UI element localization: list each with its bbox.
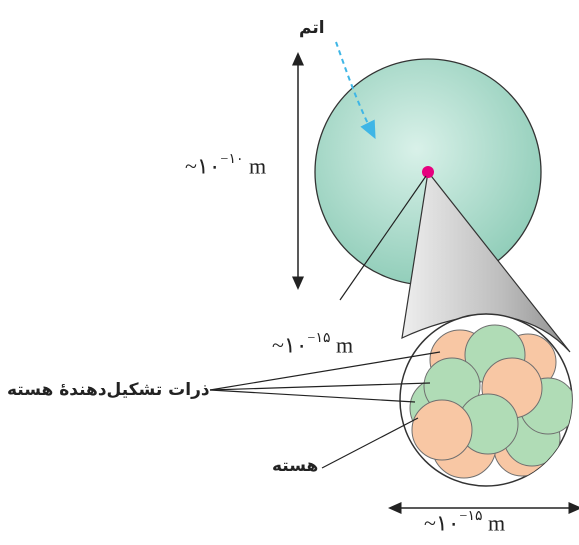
width-scale-unit: m bbox=[487, 510, 506, 536]
atom-label: اتم bbox=[299, 18, 325, 38]
atom-scale-label: ~۱۰−۱۰ m bbox=[185, 152, 267, 179]
constituents-leader-1 bbox=[209, 351, 441, 391]
nucleon-proton bbox=[411, 399, 473, 461]
atom-scale-prefix: ~۱۰ bbox=[185, 153, 221, 179]
atom-pointer-arrow bbox=[335, 41, 376, 140]
atom-scale-exponent: −۱۰ bbox=[220, 152, 244, 167]
nucleus-dot bbox=[422, 166, 434, 178]
nucleus-scale-label: ~۱۰−۱۵ m bbox=[272, 331, 354, 358]
nucleus-width-label: ~۱۰−۱۵ m bbox=[424, 509, 506, 536]
constituents-leader-2 bbox=[209, 382, 431, 391]
constituents-leader-3 bbox=[209, 389, 416, 403]
nucleon-cluster bbox=[409, 324, 572, 479]
width-scale-exponent: −۱۵ bbox=[459, 509, 483, 524]
constituents-label: ذرات تشکیل‌دهندهٔ هسته bbox=[7, 380, 210, 400]
nucleus-scale-exponent: −۱۵ bbox=[307, 331, 331, 346]
nucleus-scale-prefix: ~۱۰ bbox=[272, 332, 308, 358]
width-scale-prefix: ~۱۰ bbox=[424, 510, 460, 536]
nucleus-pointer-line bbox=[339, 175, 427, 301]
nucleus-leader bbox=[321, 417, 419, 469]
nucleus-scale-unit: m bbox=[335, 332, 354, 358]
atom-scale-unit: m bbox=[248, 153, 267, 179]
nucleus-label: هسته bbox=[272, 456, 319, 476]
